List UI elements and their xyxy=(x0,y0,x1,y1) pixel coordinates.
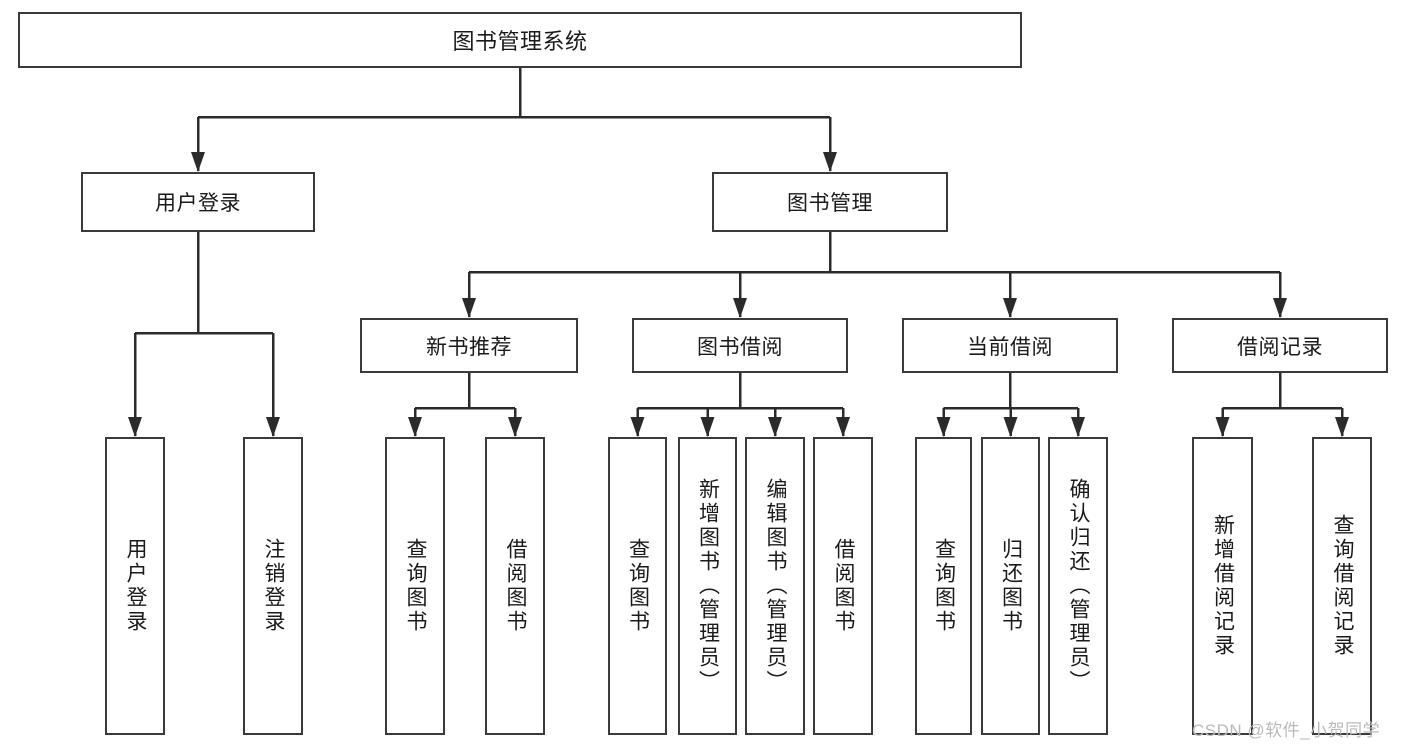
node-bookmgmt[interactable]: 图书管理 xyxy=(712,172,948,232)
node-l_cu_return[interactable]: 归还图书 xyxy=(981,437,1040,735)
node-l_logout[interactable]: 注销登录 xyxy=(243,437,303,735)
node-records[interactable]: 借阅记录 xyxy=(1172,318,1388,373)
node-label: 查询图书 xyxy=(404,538,428,634)
node-label: 新增借阅记录 xyxy=(1211,514,1235,658)
arrow-head xyxy=(768,417,782,437)
arrow-head xyxy=(823,152,837,172)
node-l_nb_borrow[interactable]: 借阅图书 xyxy=(485,437,545,735)
arrow-head xyxy=(700,417,715,437)
node-label: 图书管理 xyxy=(787,192,873,215)
node-label: 查询借阅记录 xyxy=(1331,514,1355,658)
arrow-head xyxy=(508,417,522,437)
arrow-head xyxy=(1273,298,1287,318)
node-label: 借阅记录 xyxy=(1237,335,1323,359)
node-label: 编辑图书（管理员） xyxy=(764,478,788,694)
node-label: 新书推荐 xyxy=(426,335,512,359)
arrow-head xyxy=(1003,298,1017,318)
node-l_bo_add[interactable]: 新增图书（管理员） xyxy=(678,437,737,735)
arrow-head xyxy=(630,417,645,437)
node-login[interactable]: 用户登录 xyxy=(81,172,315,232)
node-label: 归还图书 xyxy=(999,538,1023,634)
node-l_re_add[interactable]: 新增借阅记录 xyxy=(1192,437,1253,735)
node-label: 查询图书 xyxy=(626,538,650,634)
node-l_nb_query[interactable]: 查询图书 xyxy=(385,437,445,735)
node-borrow[interactable]: 图书借阅 xyxy=(632,318,848,373)
node-root[interactable]: 图书管理系统 xyxy=(18,12,1022,68)
node-label: 用户登录 xyxy=(155,192,241,215)
watermark: CSDN @软件_小贺同学 xyxy=(1192,721,1381,740)
arrow-head xyxy=(1003,417,1018,437)
node-label: 借阅图书 xyxy=(832,538,856,634)
node-l_bo_edit[interactable]: 编辑图书（管理员） xyxy=(745,437,805,735)
node-label: 借阅图书 xyxy=(504,538,528,634)
node-label: 用户登录 xyxy=(124,538,148,634)
node-l_bo_query[interactable]: 查询图书 xyxy=(608,437,667,735)
arrow-head xyxy=(936,417,951,437)
node-l_bo_borrow[interactable]: 借阅图书 xyxy=(813,437,873,735)
node-label: 图书借阅 xyxy=(697,335,783,359)
node-current[interactable]: 当前借阅 xyxy=(902,318,1118,373)
node-l_cu_confirm[interactable]: 确认归还（管理员） xyxy=(1048,437,1108,735)
node-l_re_query[interactable]: 查询借阅记录 xyxy=(1312,437,1372,735)
arrow-head xyxy=(733,298,747,318)
arrow-head xyxy=(1215,417,1230,437)
node-newbook[interactable]: 新书推荐 xyxy=(360,318,578,373)
node-label: 当前借阅 xyxy=(967,335,1053,359)
node-label: 确认归还（管理员） xyxy=(1067,478,1091,694)
arrow-head xyxy=(408,417,422,437)
node-label: 图书管理系统 xyxy=(452,29,588,54)
node-l_cu_query[interactable]: 查询图书 xyxy=(915,437,972,735)
arrow-head xyxy=(266,417,280,437)
node-l_login[interactable]: 用户登录 xyxy=(105,437,165,735)
node-label: 新增图书（管理员） xyxy=(696,478,720,694)
arrow-head xyxy=(1335,417,1349,437)
node-label: 查询图书 xyxy=(932,538,956,634)
arrow-head xyxy=(128,417,142,437)
arrow-head xyxy=(836,417,850,437)
arrow-head xyxy=(1071,417,1085,437)
arrow-head xyxy=(462,298,476,318)
arrow-head xyxy=(191,152,205,172)
node-label: 注销登录 xyxy=(262,538,286,634)
